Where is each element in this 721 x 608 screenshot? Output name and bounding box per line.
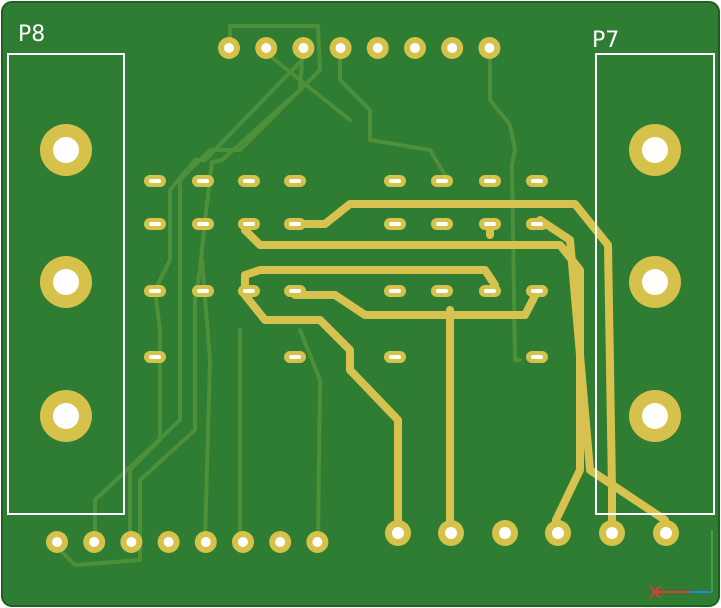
inner-trace	[298, 328, 322, 542]
smd-pad	[192, 218, 214, 230]
smd-pad	[192, 285, 214, 297]
p7-terminal-pad	[629, 124, 681, 176]
top-header-pad	[404, 37, 426, 59]
top-header-pad	[441, 37, 464, 59]
inner-trace	[338, 46, 447, 177]
smd-pad	[284, 218, 306, 230]
xyz-axis-icon	[649, 530, 713, 599]
smd-pad	[479, 175, 501, 187]
inner-trace	[128, 46, 304, 542]
smd-pad	[479, 218, 501, 230]
copper-trace	[241, 266, 499, 299]
smd-pad	[192, 175, 214, 187]
bottom-right-header-pad	[545, 520, 571, 546]
top-layer-traces	[241, 200, 669, 539]
bottom-left-header-pad	[269, 531, 292, 553]
bottom-right-header-pad	[492, 520, 518, 546]
bottom-left-header-pad	[232, 531, 254, 553]
smd-pad	[144, 351, 166, 363]
smd-pad	[384, 218, 406, 230]
top-header-pad	[292, 37, 315, 59]
p8-terminal-pad	[40, 256, 92, 308]
p7-terminal-pad	[629, 256, 681, 308]
smd-pad	[238, 285, 260, 297]
top-header-pad	[366, 37, 389, 59]
bottom-left-header-pad	[83, 531, 106, 553]
smd-pad	[526, 351, 548, 363]
smd-pad	[384, 351, 406, 363]
smd-pad	[284, 175, 306, 187]
smd-pad	[284, 351, 306, 363]
smd-pad	[384, 175, 406, 187]
smd-pad	[431, 175, 453, 187]
inner-layer-traces	[53, 24, 522, 567]
smd-pad	[526, 218, 548, 230]
inner-trace	[258, 46, 352, 122]
copper-trace	[291, 286, 542, 319]
bottom-left-header-pad	[120, 531, 143, 553]
top-header-pad	[218, 37, 240, 59]
smd-pad	[284, 285, 306, 297]
inner-trace	[53, 58, 304, 567]
p7-designator: P7	[592, 28, 619, 53]
p8-terminal-pad	[40, 390, 92, 442]
smd-pad	[526, 285, 548, 297]
p7-terminal-pad	[629, 390, 681, 442]
smd-pad	[144, 218, 166, 230]
bottom-right-header-pad	[599, 520, 625, 546]
bottom-right-header-pad	[653, 520, 679, 546]
p8-outline	[7, 53, 125, 515]
inner-trace	[488, 46, 522, 362]
bottom-right-header-pad	[385, 520, 411, 546]
pads-layer	[40, 37, 681, 553]
silkscreen-layer	[7, 53, 715, 515]
x-axis-marker	[649, 585, 661, 599]
smd-pad	[144, 175, 166, 187]
bottom-left-header-pad	[46, 531, 68, 553]
smd-pad	[431, 218, 453, 230]
bottom-left-header-pad	[157, 531, 180, 553]
smd-pad	[144, 285, 166, 297]
bottom-left-header-pad	[194, 531, 217, 553]
top-header-pad	[329, 37, 352, 59]
smd-pad	[238, 175, 260, 187]
smd-pad	[431, 285, 453, 297]
bottom-left-header-pad	[306, 531, 329, 553]
copper-trace	[241, 226, 584, 539]
copper-trace	[291, 200, 616, 524]
bottom-right-header-pad	[438, 520, 464, 546]
smd-pad	[526, 175, 548, 187]
copper-trace	[241, 291, 402, 539]
smd-pad	[384, 285, 406, 297]
top-header-pad	[478, 37, 501, 59]
p7-outline	[595, 53, 715, 515]
p8-designator: P8	[18, 22, 45, 47]
top-header-pad	[255, 37, 278, 59]
smd-pad	[238, 218, 260, 230]
p8-terminal-pad	[40, 124, 92, 176]
smd-pad	[479, 285, 501, 297]
